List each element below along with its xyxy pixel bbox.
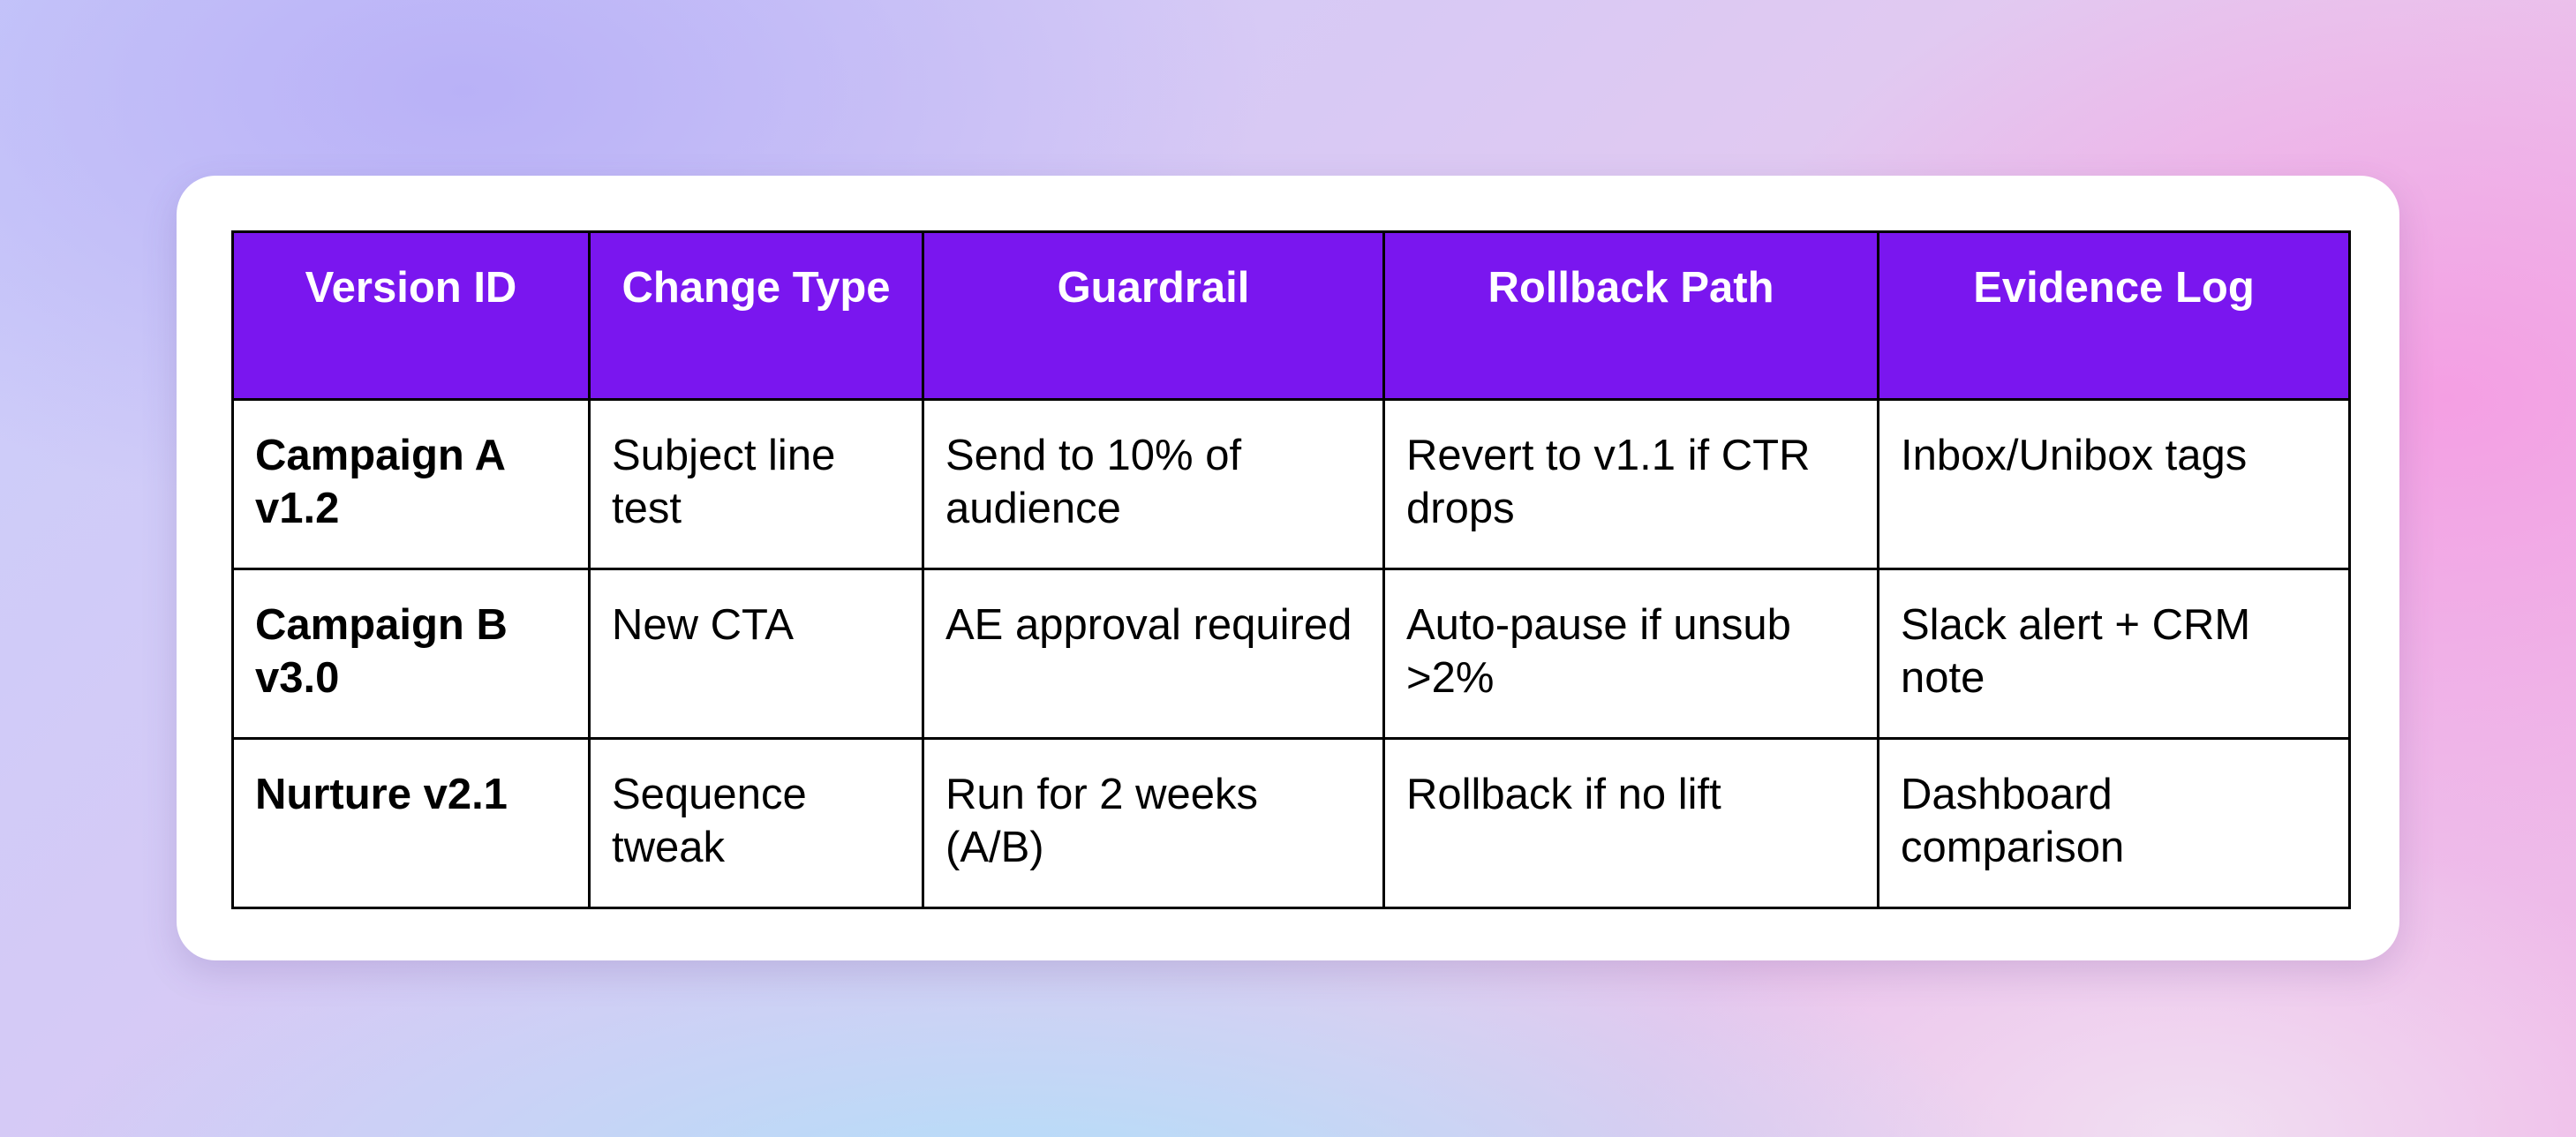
header-guardrail: Guardrail [922,230,1385,401]
cell-guardrail: AE approval required [922,568,1385,740]
cell-guardrail: Send to 10% of audience [922,398,1385,570]
version-change-table: Version ID Change Type Guardrail Rollbac… [231,230,2351,909]
cell-change-type: New CTA [588,568,924,740]
cell-rollback-path: Auto-pause if unsub >2% [1382,568,1879,740]
cell-evidence-log: Slack alert + CRM note [1877,568,2351,740]
cell-version-id: Nurture v2.1 [231,737,591,909]
cell-evidence-log: Dashboard comparison [1877,737,2351,909]
table-row: Campaign B v3.0 New CTA AE approval requ… [231,568,2351,740]
header-version-id: Version ID [231,230,591,401]
table-header-row: Version ID Change Type Guardrail Rollbac… [231,230,2351,401]
cell-version-id: Campaign A v1.2 [231,398,591,570]
table-row: Campaign A v1.2 Subject line test Send t… [231,398,2351,570]
cell-change-type: Subject line test [588,398,924,570]
table-card: Version ID Change Type Guardrail Rollbac… [177,176,2399,960]
cell-rollback-path: Revert to v1.1 if CTR drops [1382,398,1879,570]
header-change-type: Change Type [588,230,924,401]
cell-guardrail: Run for 2 weeks (A/B) [922,737,1385,909]
cell-version-id: Campaign B v3.0 [231,568,591,740]
cell-evidence-log: Inbox/Unibox tags [1877,398,2351,570]
table-row: Nurture v2.1 Sequence tweak Run for 2 we… [231,737,2351,909]
cell-rollback-path: Rollback if no lift [1382,737,1879,909]
cell-change-type: Sequence tweak [588,737,924,909]
header-rollback-path: Rollback Path [1382,230,1879,401]
header-evidence-log: Evidence Log [1877,230,2351,401]
